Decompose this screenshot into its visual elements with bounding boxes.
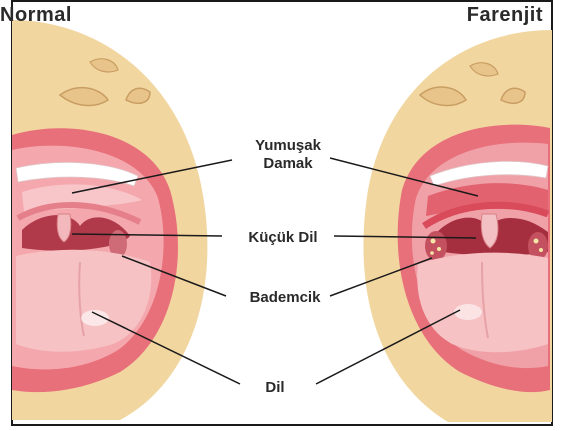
pus-spot (431, 239, 436, 244)
label-tonsil: Bademcik (220, 289, 350, 307)
label-uvula: Küçük Dil (218, 229, 348, 247)
pus-spot (430, 251, 434, 255)
normal-mouth (12, 20, 207, 420)
normal-title: Normal (0, 4, 72, 27)
pus-spot (539, 248, 543, 252)
pharyngitis-title: Farenjit (467, 4, 543, 27)
pharyngitis-mouth (363, 30, 552, 422)
label-soft-palate: Yumuşak Damak (228, 137, 348, 173)
pharyngitis-tonsil-left (425, 231, 447, 261)
pharyngitis-tongue-highlight (454, 304, 482, 320)
pus-spot (534, 239, 539, 244)
label-tongue: Dil (240, 379, 310, 397)
pus-spot (437, 247, 441, 251)
